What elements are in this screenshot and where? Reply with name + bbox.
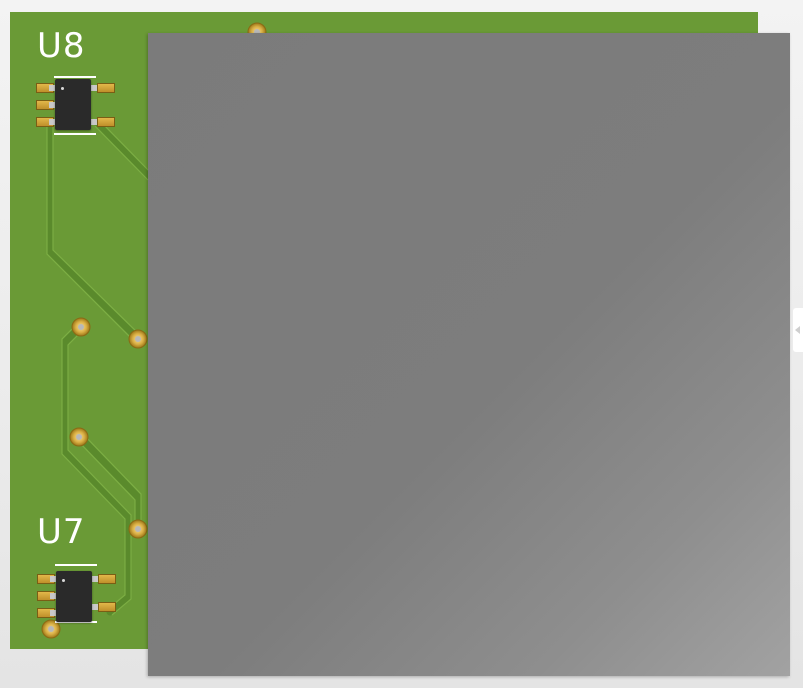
silkscreen-outline bbox=[55, 564, 97, 566]
pin-lead bbox=[49, 102, 57, 108]
pin-lead bbox=[89, 119, 97, 125]
trace-via-link bbox=[76, 433, 142, 533]
pin1-marker-icon bbox=[62, 579, 65, 582]
pin-lead bbox=[90, 576, 98, 582]
pad bbox=[97, 83, 115, 93]
ic-package-u8[interactable] bbox=[55, 79, 91, 130]
trace-left-loop bbox=[61, 323, 132, 616]
pin-lead bbox=[90, 604, 98, 610]
pin-lead bbox=[49, 85, 57, 91]
chevron-left-icon[interactable] bbox=[793, 308, 803, 352]
refdes-u7-label: U7 bbox=[37, 512, 86, 552]
trace-u8-left bbox=[46, 118, 142, 343]
pad bbox=[98, 602, 116, 612]
pin-lead bbox=[50, 593, 58, 599]
pin-lead bbox=[89, 85, 97, 91]
pad bbox=[97, 117, 115, 127]
silkscreen-outline bbox=[54, 133, 96, 135]
pcb-traces-layer bbox=[41, 22, 267, 639]
ic-package-u7[interactable] bbox=[56, 571, 92, 622]
pad bbox=[98, 574, 116, 584]
pin-lead bbox=[50, 576, 58, 582]
silkscreen-outline bbox=[54, 76, 96, 78]
trace-u8-right bbox=[94, 120, 154, 181]
vias bbox=[41, 22, 267, 639]
silkscreen-outline bbox=[55, 621, 97, 623]
pin1-marker-icon bbox=[61, 87, 64, 90]
pin-lead bbox=[49, 119, 57, 125]
overlay-panel[interactable] bbox=[148, 33, 790, 676]
refdes-u8-label: U8 bbox=[37, 26, 86, 66]
pin-lead bbox=[50, 610, 58, 616]
